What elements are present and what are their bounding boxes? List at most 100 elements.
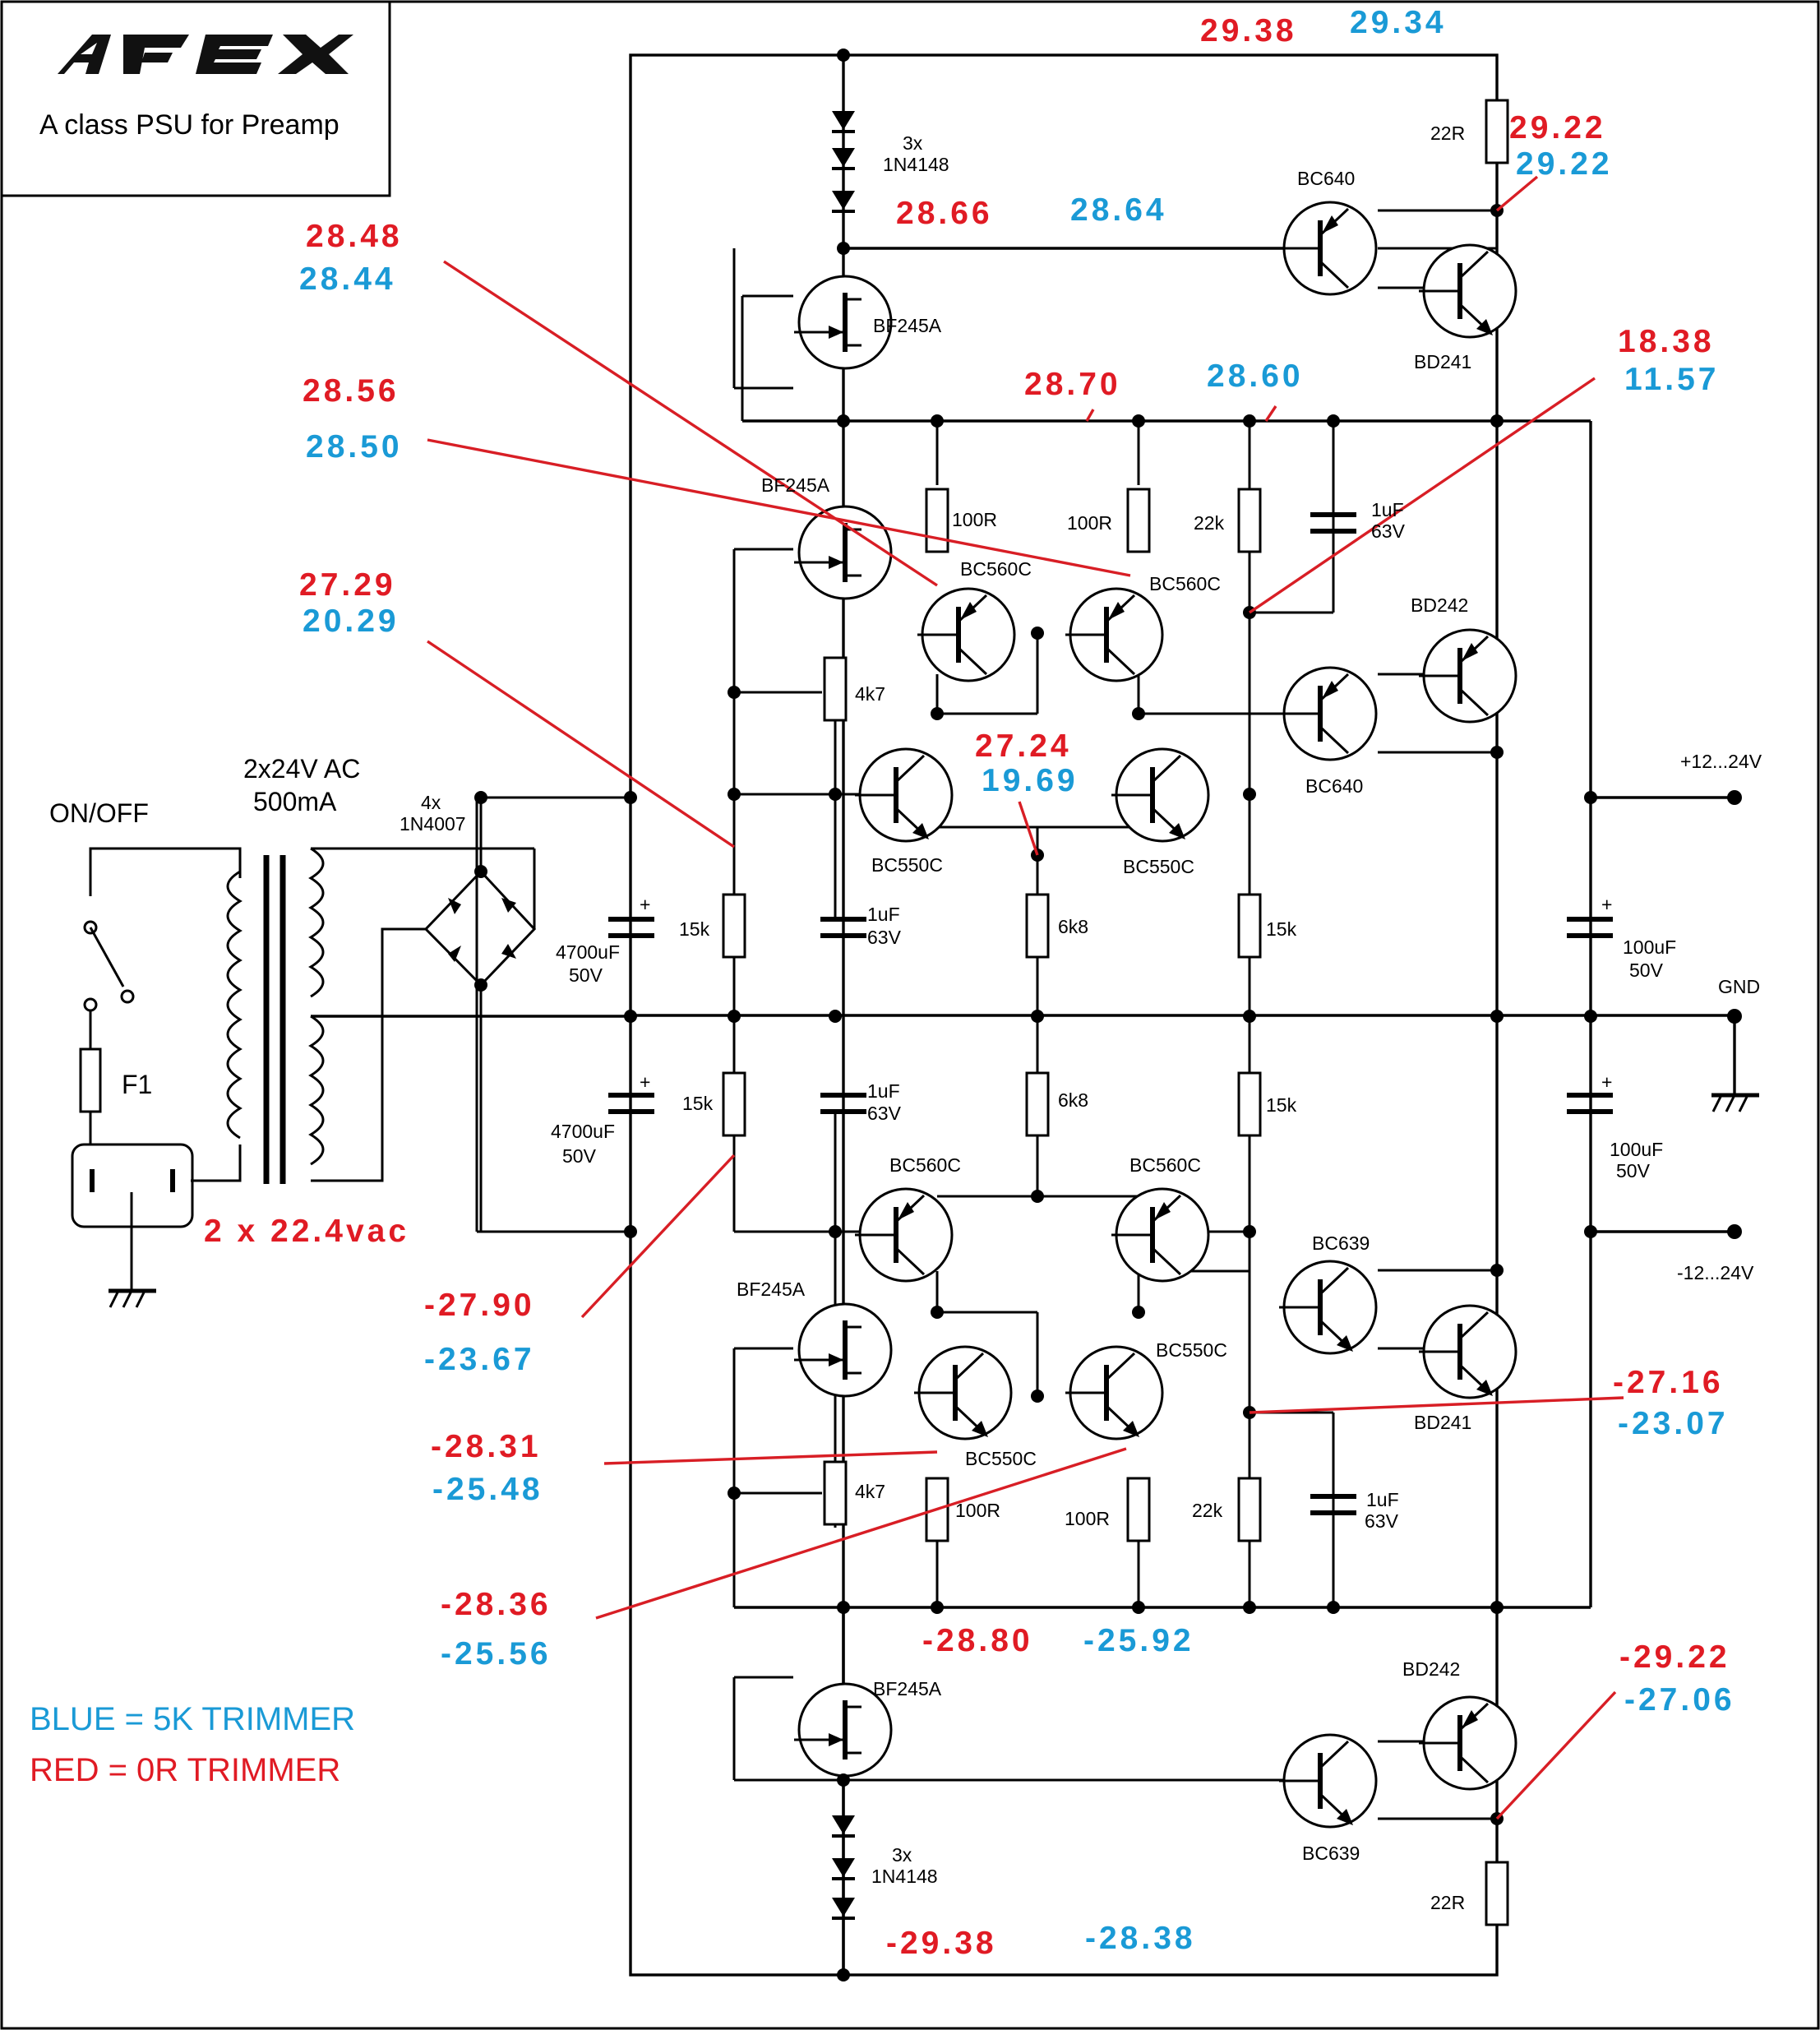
svg-text:4700uF: 4700uF bbox=[551, 1121, 615, 1142]
svg-text:ON/OFF: ON/OFF bbox=[49, 798, 149, 828]
svg-text:-23.07: -23.07 bbox=[1618, 1406, 1729, 1441]
ground-symbol bbox=[109, 1093, 1759, 1308]
svg-text:BD242: BD242 bbox=[1402, 1658, 1460, 1680]
svg-text:50V: 50V bbox=[1629, 960, 1664, 981]
svg-text:28.66: 28.66 bbox=[896, 196, 993, 231]
svg-text:+12...24V: +12...24V bbox=[1680, 751, 1762, 772]
svg-text:22k: 22k bbox=[1192, 1500, 1223, 1521]
svg-text:50V: 50V bbox=[562, 1145, 597, 1167]
svg-text:63V: 63V bbox=[1365, 1510, 1399, 1532]
svg-text:100R: 100R bbox=[952, 509, 997, 530]
resistors bbox=[722, 99, 1509, 1926]
svg-text:BC550C: BC550C bbox=[1156, 1339, 1227, 1361]
svg-text:BC640: BC640 bbox=[1305, 775, 1363, 797]
svg-text:BC550C: BC550C bbox=[1123, 856, 1194, 877]
svg-text:1uF: 1uF bbox=[867, 1080, 900, 1102]
svg-text:15k: 15k bbox=[1266, 918, 1297, 940]
svg-text:2x24V AC: 2x24V AC bbox=[243, 754, 360, 784]
svg-text:20.29: 20.29 bbox=[303, 603, 400, 639]
svg-text:1uF: 1uF bbox=[867, 904, 900, 925]
svg-text:1uF: 1uF bbox=[1366, 1489, 1399, 1510]
svg-text:22k: 22k bbox=[1194, 512, 1225, 534]
svg-text:BC560C: BC560C bbox=[1149, 573, 1221, 594]
svg-text:19.69: 19.69 bbox=[982, 763, 1079, 798]
svg-text:15k: 15k bbox=[682, 1093, 714, 1114]
svg-text:27.24: 27.24 bbox=[975, 728, 1072, 764]
svg-text:BC640: BC640 bbox=[1297, 168, 1355, 189]
svg-text:F1: F1 bbox=[122, 1070, 152, 1099]
svg-text:6k8: 6k8 bbox=[1058, 1089, 1088, 1111]
svg-text:-25.48: -25.48 bbox=[432, 1472, 543, 1507]
svg-text:28.48: 28.48 bbox=[306, 219, 403, 254]
svg-text:15k: 15k bbox=[1266, 1094, 1297, 1116]
svg-text:-28.36: -28.36 bbox=[441, 1587, 552, 1622]
svg-text:63V: 63V bbox=[867, 1103, 902, 1124]
svg-text:3x: 3x bbox=[892, 1844, 912, 1866]
svg-text:3x: 3x bbox=[903, 132, 923, 154]
svg-text:BC550C: BC550C bbox=[965, 1448, 1037, 1469]
svg-text:100R: 100R bbox=[1067, 512, 1112, 534]
svg-text:BC560C: BC560C bbox=[960, 558, 1032, 580]
svg-text:+: + bbox=[640, 894, 650, 915]
ac-input-wiring bbox=[71, 798, 631, 1291]
svg-text:-29.38: -29.38 bbox=[886, 1926, 997, 1961]
svg-text:100uF: 100uF bbox=[1610, 1139, 1663, 1160]
svg-text:28.44: 28.44 bbox=[299, 261, 396, 297]
svg-text:4700uF: 4700uF bbox=[556, 941, 620, 963]
svg-text:1N4148: 1N4148 bbox=[883, 154, 949, 175]
svg-text:100R: 100R bbox=[955, 1500, 1000, 1521]
svg-text:+: + bbox=[1601, 1071, 1612, 1093]
svg-text:28.50: 28.50 bbox=[306, 429, 403, 465]
svg-text:6k8: 6k8 bbox=[1058, 916, 1088, 937]
svg-text:GND: GND bbox=[1718, 976, 1760, 997]
svg-text:11.57: 11.57 bbox=[1624, 362, 1719, 397]
svg-text:500mA: 500mA bbox=[253, 787, 337, 816]
svg-text:28.64: 28.64 bbox=[1070, 192, 1167, 228]
svg-text:1N4148: 1N4148 bbox=[871, 1866, 938, 1887]
svg-text:1N4007: 1N4007 bbox=[400, 813, 466, 835]
measurements: 29.38 29.34 29.22 29.22 28.66 28.64 28.4… bbox=[299, 5, 1735, 1961]
svg-text:18.38: 18.38 bbox=[1618, 324, 1715, 359]
svg-text:15k: 15k bbox=[679, 918, 710, 940]
svg-text:100uF: 100uF bbox=[1623, 936, 1676, 958]
svg-text:-27.06: -27.06 bbox=[1624, 1682, 1735, 1718]
svg-text:22R: 22R bbox=[1430, 123, 1465, 144]
svg-text:BF245A: BF245A bbox=[761, 474, 830, 496]
svg-text:4k7: 4k7 bbox=[855, 1481, 885, 1502]
svg-text:-28.80: -28.80 bbox=[922, 1623, 1033, 1658]
svg-text:63V: 63V bbox=[1371, 520, 1406, 542]
svg-text:50V: 50V bbox=[569, 964, 603, 986]
subtitle: A class PSU for Preamp bbox=[39, 109, 340, 141]
svg-text:RED = 0R TRIMMER: RED = 0R TRIMMER bbox=[30, 1752, 340, 1788]
svg-text:BLUE = 5K TRIMMER: BLUE = 5K TRIMMER bbox=[30, 1701, 355, 1737]
diode-strings bbox=[832, 111, 855, 1920]
svg-text:BC639: BC639 bbox=[1302, 1843, 1360, 1864]
svg-text:50V: 50V bbox=[1616, 1160, 1651, 1181]
svg-text:100R: 100R bbox=[1065, 1508, 1110, 1529]
svg-text:BC550C: BC550C bbox=[871, 854, 943, 876]
svg-text:27.29: 27.29 bbox=[299, 567, 396, 603]
svg-text:29.38: 29.38 bbox=[1200, 13, 1297, 49]
svg-text:+: + bbox=[1601, 894, 1612, 915]
svg-text:-27.90: -27.90 bbox=[424, 1288, 535, 1323]
output-labels: +12...24V GND -12...24V bbox=[1677, 751, 1762, 1283]
component-labels: 3x 1N4148 3x 1N4148 BF245A BF245A BF245A… bbox=[551, 123, 1676, 1913]
svg-text:-28.31: -28.31 bbox=[431, 1429, 542, 1464]
svg-text:-23.67: -23.67 bbox=[424, 1342, 535, 1377]
svg-text:4k7: 4k7 bbox=[855, 683, 885, 705]
main-wiring bbox=[475, 53, 1736, 1977]
svg-text:28.60: 28.60 bbox=[1207, 358, 1304, 394]
svg-text:BD241: BD241 bbox=[1414, 351, 1471, 372]
svg-text:29.34: 29.34 bbox=[1350, 5, 1447, 40]
svg-text:BC560C: BC560C bbox=[889, 1154, 961, 1176]
svg-text:28.70: 28.70 bbox=[1024, 367, 1121, 402]
svg-text:BF245A: BF245A bbox=[873, 315, 942, 336]
svg-text:-28.38: -28.38 bbox=[1085, 1921, 1196, 1956]
svg-text:-12...24V: -12...24V bbox=[1677, 1262, 1754, 1283]
svg-text:29.22: 29.22 bbox=[1516, 146, 1613, 182]
svg-text:-29.22: -29.22 bbox=[1619, 1639, 1730, 1675]
svg-text:+: + bbox=[640, 1071, 650, 1093]
svg-text:63V: 63V bbox=[867, 927, 902, 948]
